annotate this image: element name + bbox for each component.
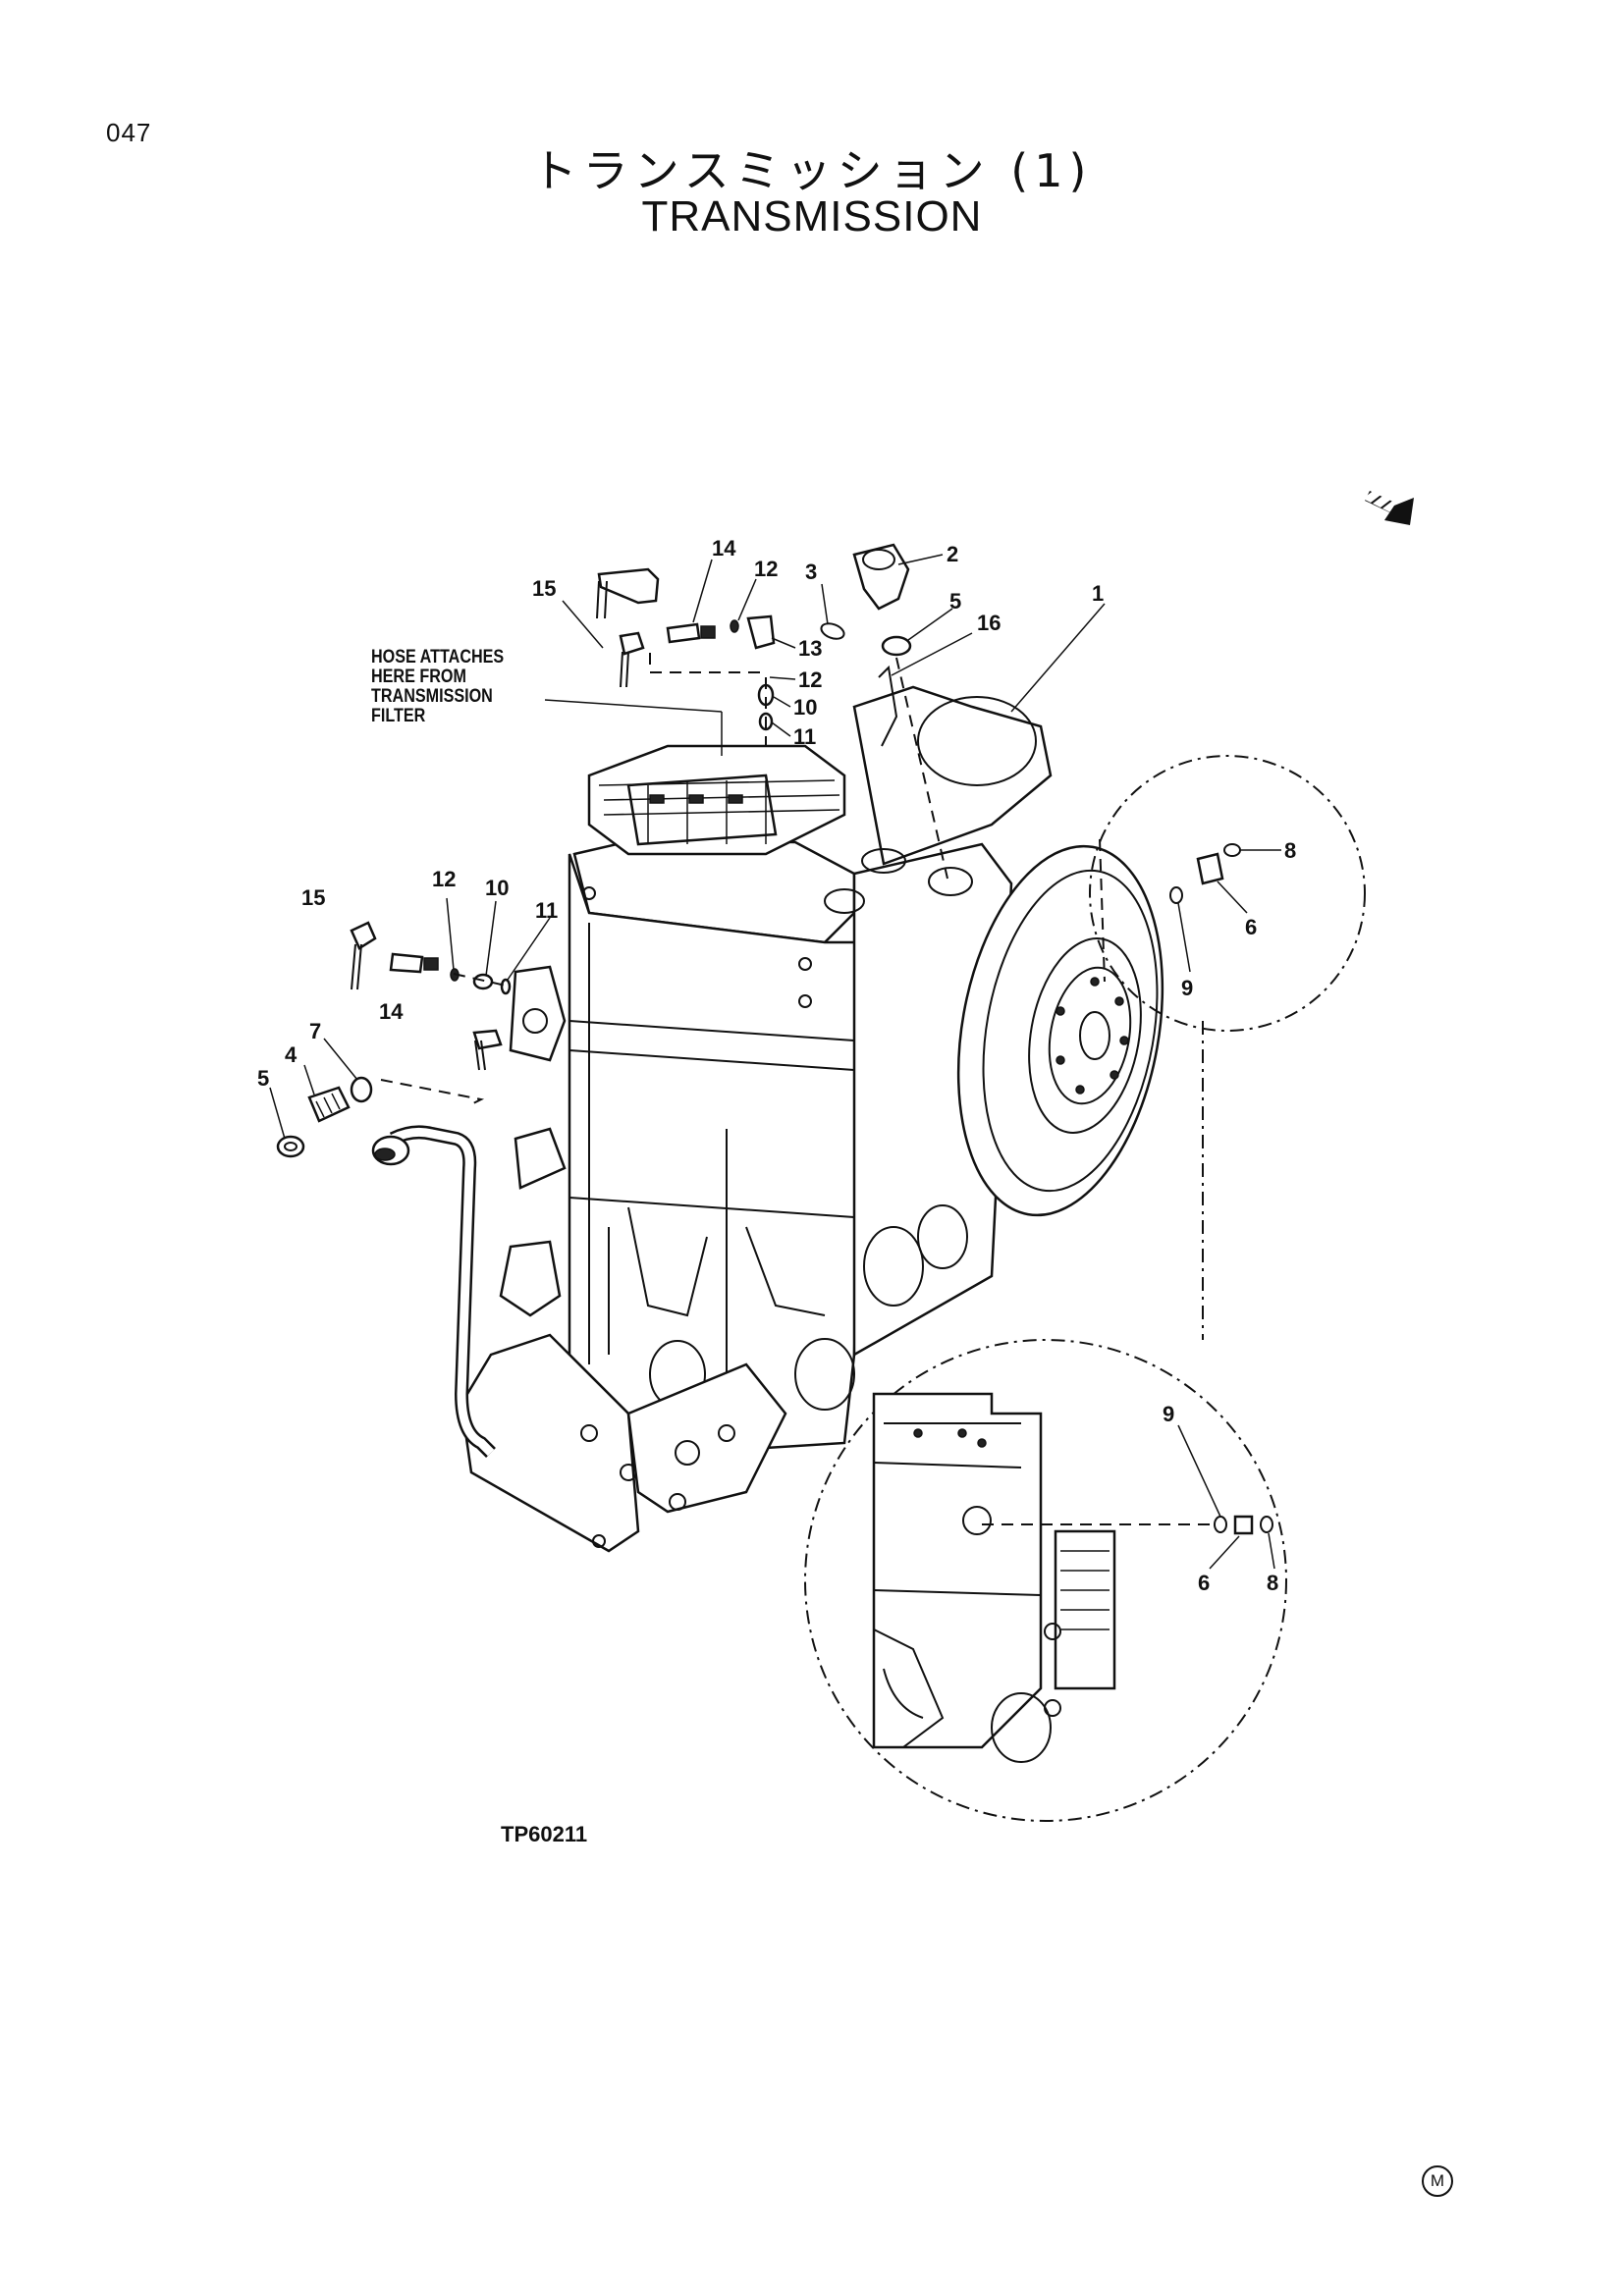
callout-11: 11 [535, 898, 558, 923]
callout-7: 7 [309, 1019, 321, 1043]
callout-9: 9 [1163, 1402, 1174, 1426]
callout-14: 14 [712, 536, 736, 561]
callout-5: 5 [257, 1066, 269, 1091]
hose-note-line: FILTER [371, 706, 426, 726]
figure-code: TP60211 [501, 1822, 588, 1846]
callout-12: 12 [754, 557, 778, 581]
callout-6: 6 [1245, 915, 1257, 939]
control-valve-block [587, 744, 846, 856]
hose-note: HOSE ATTACHES HERE FROM TRANSMISSION FIL… [371, 648, 504, 726]
corner-mark: M [1422, 2165, 1453, 2197]
callout-6: 6 [1198, 1571, 1210, 1595]
callout-3: 3 [805, 560, 817, 584]
hose-note-line: HERE FROM [371, 667, 466, 687]
dipstick-tube [371, 1125, 496, 1458]
callout-8: 8 [1267, 1571, 1278, 1595]
callout-11: 11 [793, 724, 816, 749]
callout-14: 14 [379, 999, 404, 1024]
callout-labels: 14 12 3 2 1 15 5 16 13 12 10 11 8 6 9 12… [257, 536, 1296, 1595]
callout-13: 13 [798, 636, 822, 661]
page-number: 047 [106, 118, 152, 147]
top-fittings-cluster [596, 543, 912, 747]
page-title-japanese: トランスミッション (1) [531, 144, 1093, 197]
callout-10: 10 [485, 876, 509, 900]
page-title-english: TRANSMISSION [641, 192, 983, 240]
callout-1: 1 [1092, 581, 1104, 606]
callout-16: 16 [977, 611, 1001, 635]
flywheel-flange [956, 844, 1164, 1217]
callout-9: 9 [1181, 976, 1193, 1000]
callout-5: 5 [949, 589, 961, 614]
direction-arrow-icon [1363, 486, 1414, 525]
callout-15: 15 [532, 576, 556, 601]
left-fittings-cluster [276, 921, 512, 1158]
transmission-housing [460, 685, 1053, 1553]
callout-leader-lines [269, 554, 1281, 1570]
detail-circle-lower [804, 1339, 1287, 1822]
callout-8: 8 [1284, 838, 1296, 863]
callout-15: 15 [301, 885, 325, 910]
hose-note-line: HOSE ATTACHES [371, 647, 505, 667]
callout-2: 2 [947, 542, 958, 566]
callout-12: 12 [432, 867, 456, 891]
hose-note-line: TRANSMISSION [371, 686, 493, 707]
leader-dashed-lines [380, 653, 1218, 1525]
detail-circle-upper [1089, 755, 1366, 1032]
callout-12: 12 [798, 667, 822, 692]
callout-4: 4 [285, 1042, 298, 1067]
callout-10: 10 [793, 695, 817, 720]
